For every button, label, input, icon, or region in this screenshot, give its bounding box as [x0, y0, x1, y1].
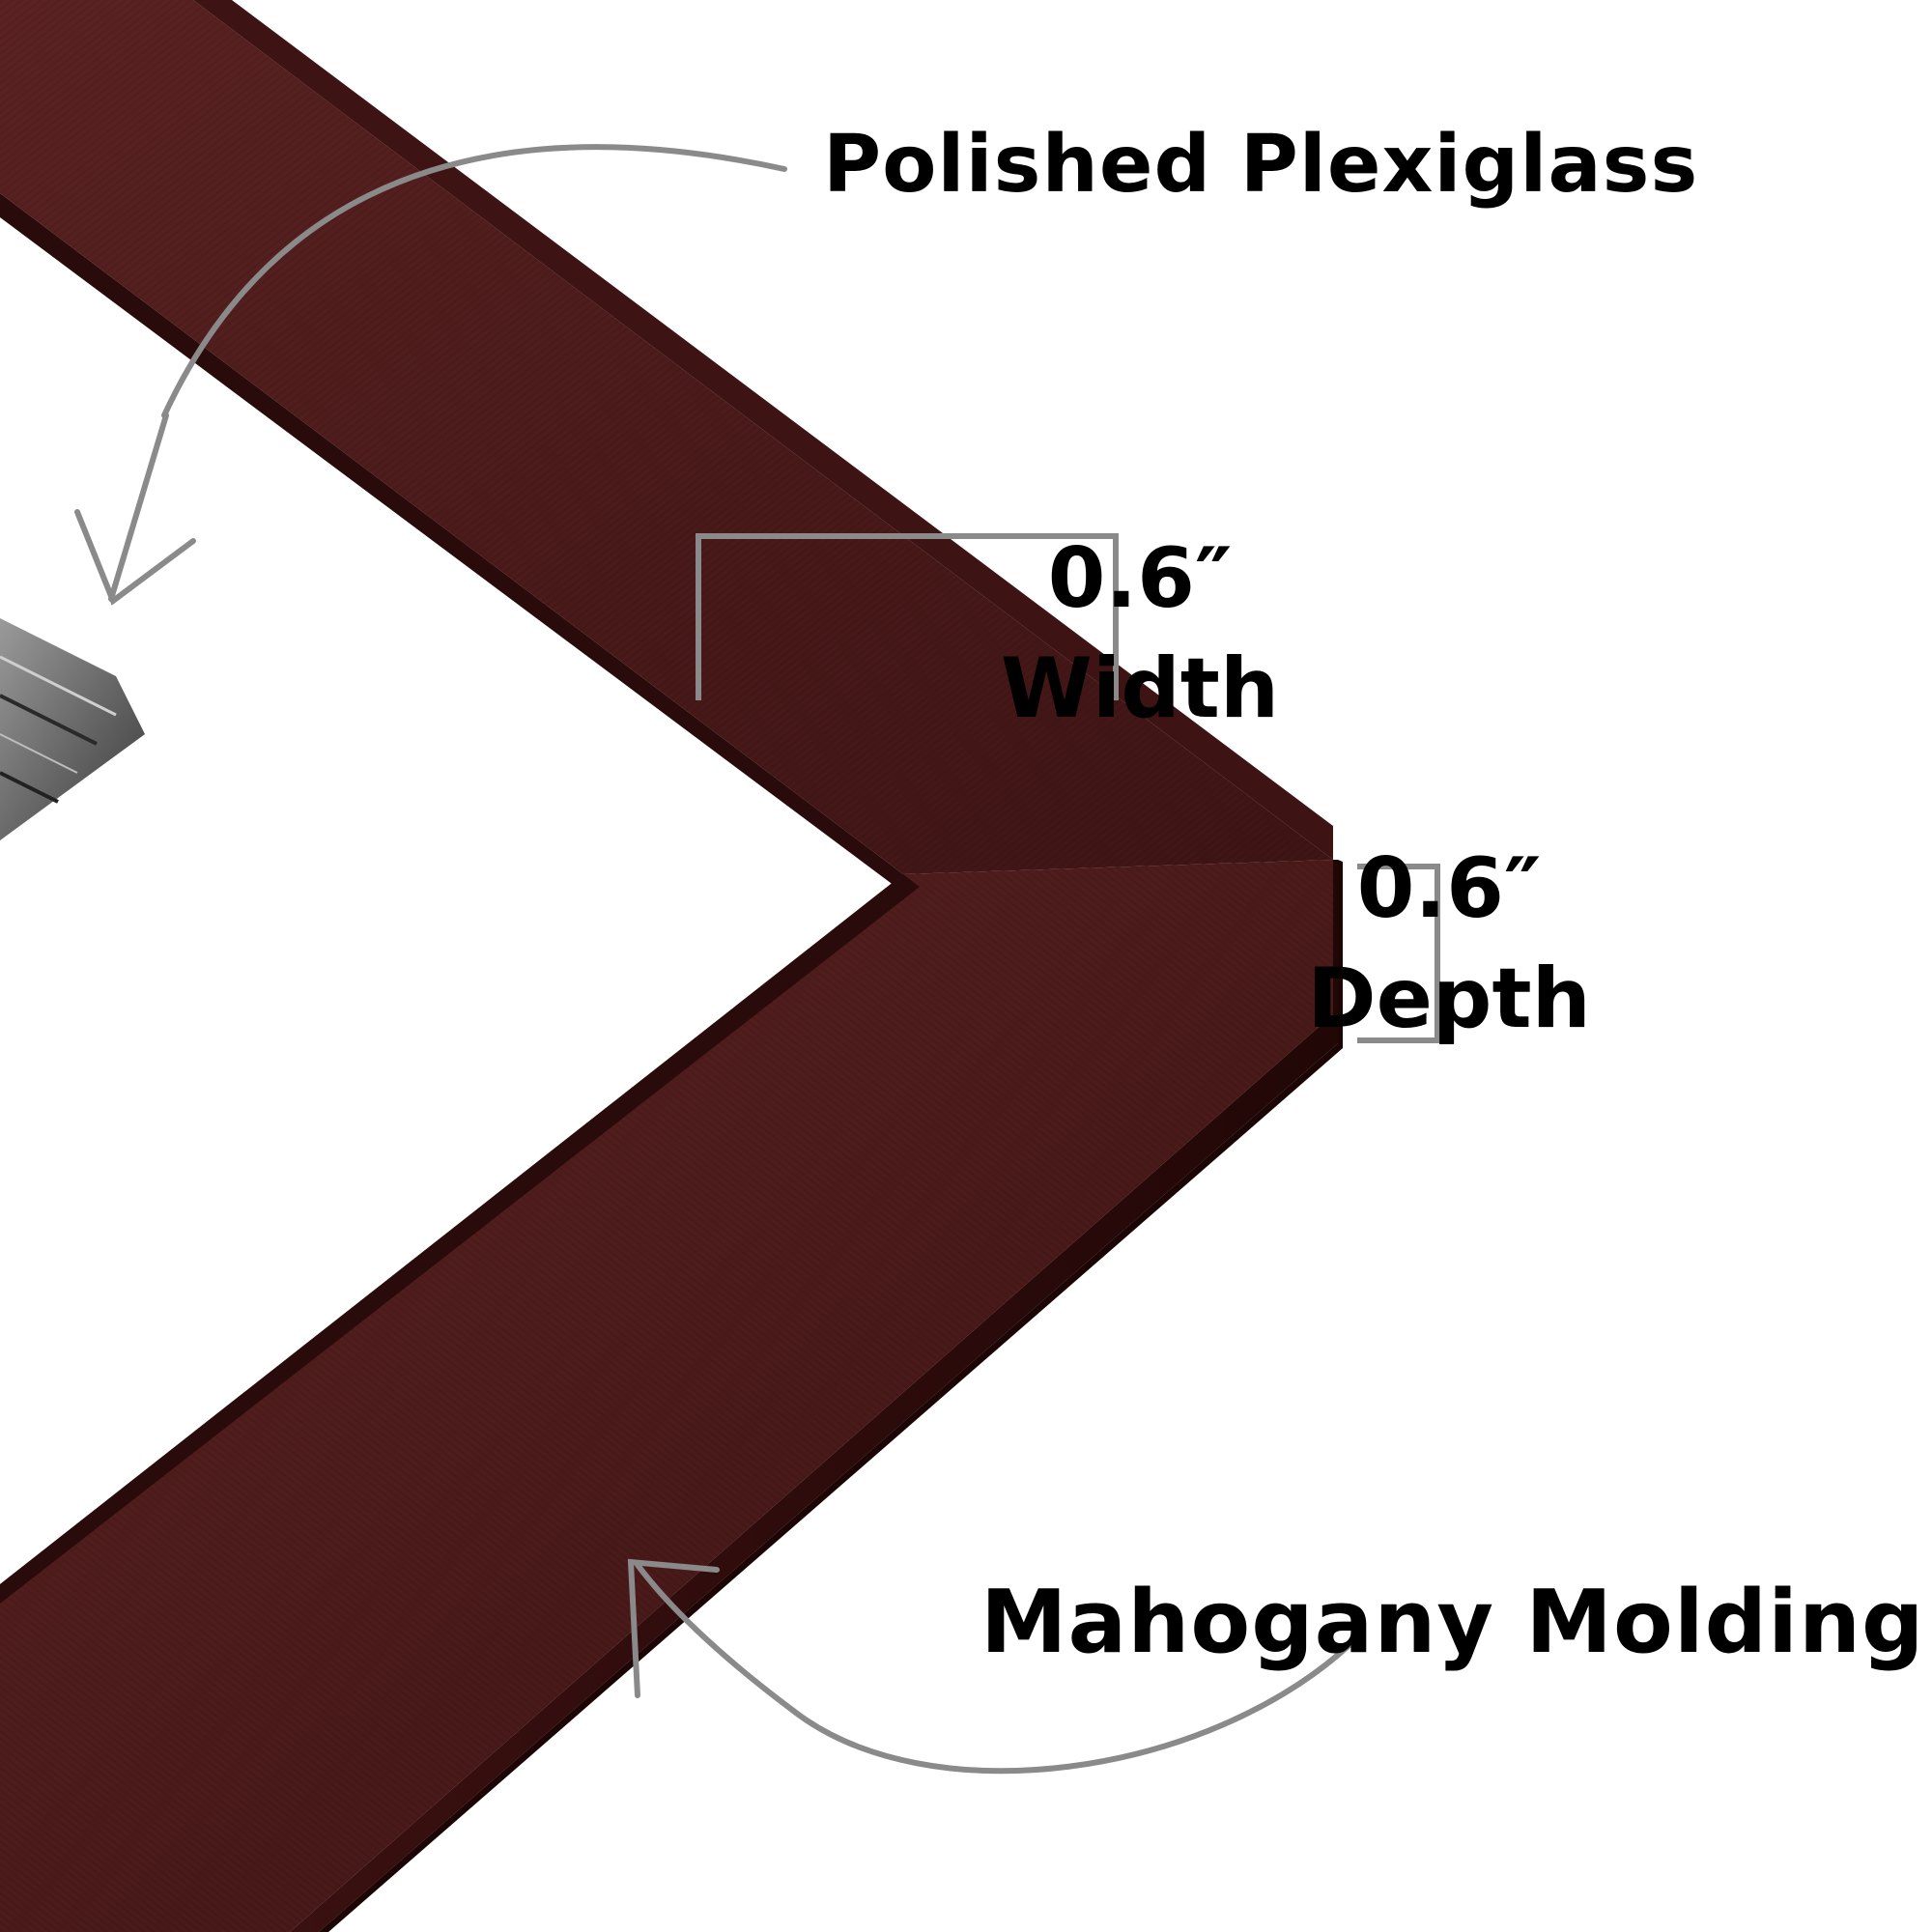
frame-bottom-rail [0, 860, 1333, 1932]
depth-callout: 0.6″ Depth [1304, 847, 1594, 1040]
depth-bracket [1357, 864, 1440, 1043]
width-name: Width [1000, 640, 1280, 737]
width-callout: 0.6″ Width [995, 537, 1285, 730]
width-value: 0.6″ [1047, 530, 1233, 627]
artwork-photo [0, 618, 145, 840]
molding-arrow [627, 1558, 1355, 1775]
depth-name: Depth [1307, 951, 1591, 1047]
plexiglass-arrow [74, 144, 787, 606]
depth-value: 0.6″ [1356, 840, 1542, 937]
plexiglass-label: Polished Plexiglass [823, 119, 1699, 211]
width-bracket [696, 533, 1119, 700]
molding-label: Mahogany Molding [980, 1572, 1925, 1673]
